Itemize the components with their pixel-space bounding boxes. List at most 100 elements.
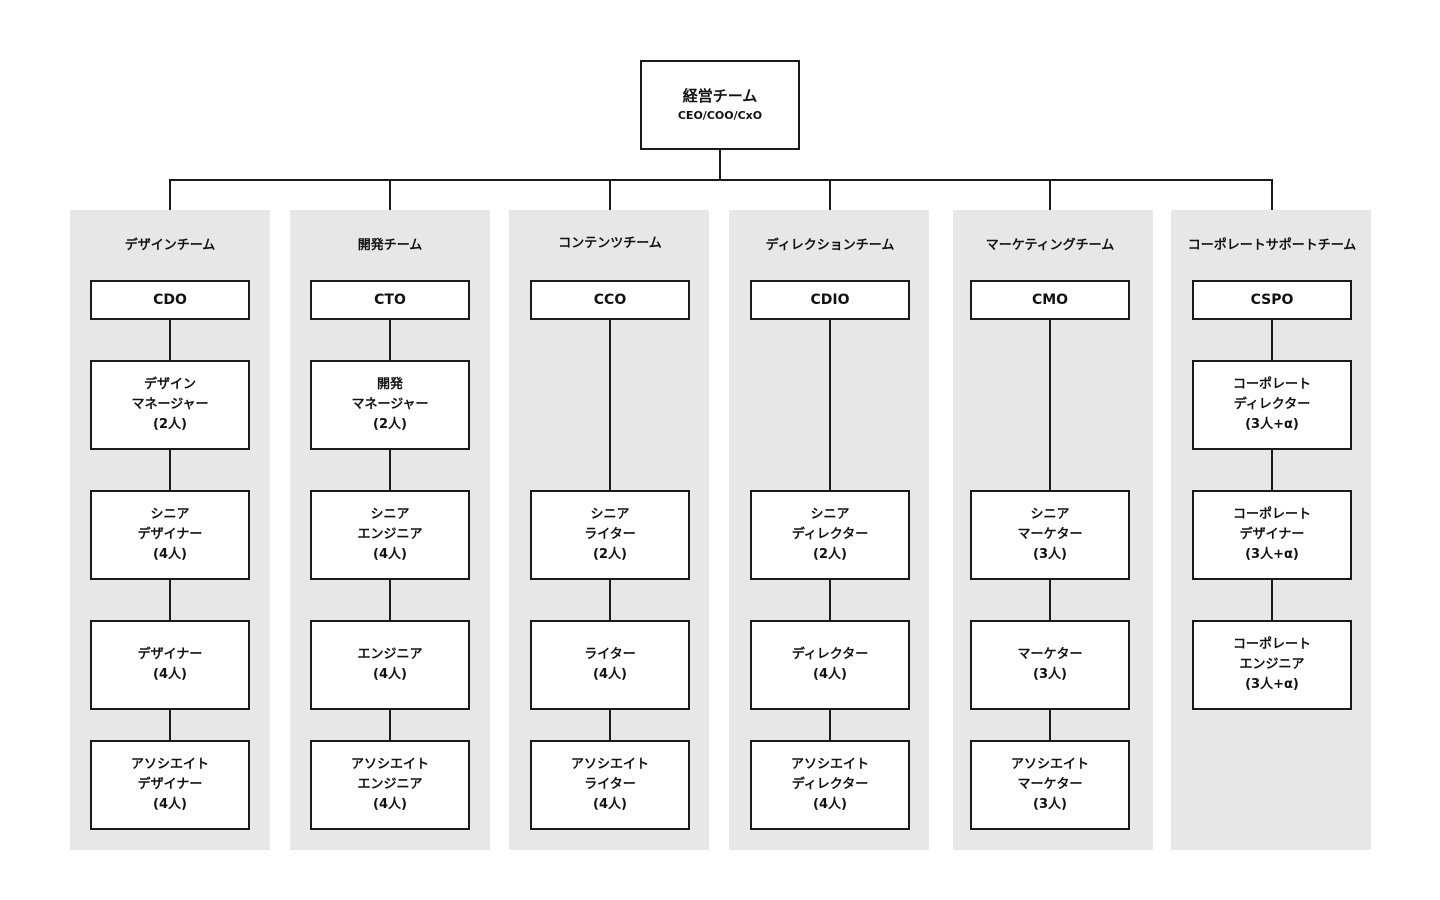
role-connector <box>829 580 831 620</box>
role-label-line: ライター <box>584 527 636 542</box>
role-node: シニアマーケター(3人) <box>970 490 1130 580</box>
role-label-line: デザイナー <box>137 647 203 662</box>
role-connector <box>1271 580 1273 620</box>
role-node: コーポレートエンジニア(3人+α) <box>1192 620 1352 710</box>
role-node: シニアエンジニア (4人) <box>310 490 470 580</box>
team-drop <box>609 179 611 210</box>
role-label-line: マネージャー <box>351 397 429 412</box>
role-label-line: (3人+α) <box>1245 547 1299 562</box>
role-label-line: ディレクター <box>791 527 869 542</box>
role-label-line: マーケター <box>1017 647 1083 662</box>
team-title: デザインチーム <box>124 238 216 253</box>
role-label-line: アソシエイト <box>130 757 209 772</box>
role-connector <box>169 580 171 620</box>
team-drop <box>169 179 171 210</box>
role-label-line: (3人) <box>1033 667 1067 682</box>
role-connector <box>389 710 391 740</box>
role-label-line: ディレクター <box>791 647 869 662</box>
team-drop <box>829 179 831 210</box>
role-connector <box>1049 320 1051 490</box>
team-drop <box>389 179 391 210</box>
role-label-line: (3人+α) <box>1245 677 1299 692</box>
team-bus <box>169 179 1273 181</box>
role-label-line: デザイン <box>143 377 196 392</box>
role-label-line: エンジニア <box>357 647 423 662</box>
team-head-node: CCO <box>530 280 690 320</box>
role-label-line: コーポレート <box>1232 377 1311 392</box>
role-node: コーポレートデザイナー(3人+α) <box>1192 490 1352 580</box>
role-label-line: ライター <box>584 647 636 662</box>
role-label-line: (3人) <box>1033 547 1067 562</box>
role-node: デザイナー (4人) <box>90 620 250 710</box>
role-label-line: (4人) <box>153 547 187 562</box>
role-connector <box>389 580 391 620</box>
role-connector <box>389 450 391 490</box>
root-connector <box>719 150 721 181</box>
role-node: アソシエイトライター(4人) <box>530 740 690 830</box>
role-label-line: (4人) <box>813 797 847 812</box>
role-label-line: シニア <box>1030 507 1070 522</box>
team-head-node: CTO <box>310 280 470 320</box>
role-node: ディレクター (4人) <box>750 620 910 710</box>
role-label-line: エンジニア <box>357 527 423 542</box>
role-label-line: (4人) <box>373 547 407 562</box>
team-title: コーポレートサポートチーム <box>1187 238 1357 253</box>
role-label-line: デザイナー <box>1239 527 1305 542</box>
role-label-line: (2人) <box>593 547 627 562</box>
role-connector <box>1049 710 1051 740</box>
team-head-label: CTO <box>374 292 406 308</box>
role-label-line: シニア <box>370 507 410 522</box>
team-title: コンテンツチーム <box>558 236 662 251</box>
role-node: シニアライター(2人) <box>530 490 690 580</box>
role-connector <box>1271 320 1273 360</box>
role-node: シニアディレクター (2人) <box>750 490 910 580</box>
team-title: マーケティングチーム <box>985 238 1115 253</box>
role-node: 開発マネージャー(2人) <box>310 360 470 450</box>
role-connector <box>1049 580 1051 620</box>
root-node: 経営チーム CEO/COO/CxO <box>640 60 800 150</box>
role-label-line: (2人) <box>373 417 407 432</box>
role-connector <box>169 710 171 740</box>
team-title: ディレクションチーム <box>765 238 895 253</box>
team-head-label: CDIO <box>810 292 850 308</box>
role-label-line: ディレクター <box>1233 397 1311 412</box>
role-label-line: (4人) <box>593 667 627 682</box>
role-connector <box>609 320 611 490</box>
role-label-line: ライター <box>584 777 636 792</box>
role-node: アソシエイトエンジニア(4人) <box>310 740 470 830</box>
role-node: エンジニア(4人) <box>310 620 470 710</box>
team-head-node: CMO <box>970 280 1130 320</box>
team-title: 開発チーム <box>357 238 423 253</box>
role-label-line: (4人) <box>813 667 847 682</box>
team-head-node: CSPO <box>1192 280 1352 320</box>
role-connector <box>169 450 171 490</box>
role-label-line: シニア <box>150 507 190 522</box>
role-connector <box>829 710 831 740</box>
role-connector <box>169 320 171 360</box>
role-label-line: アソシエイト <box>570 757 649 772</box>
role-label-line: シニア <box>810 507 850 522</box>
team-head-label: CMO <box>1031 292 1069 308</box>
role-label-line: (2人) <box>813 547 847 562</box>
role-label-line: アソシエイト <box>350 757 429 772</box>
role-label-line: エンジニア <box>1239 657 1305 672</box>
team-drop <box>1271 179 1273 210</box>
role-label-line: (4人) <box>153 797 187 812</box>
role-label-line: デザイナー <box>137 777 203 792</box>
role-node: マーケター (3人) <box>970 620 1130 710</box>
role-node: コーポレートディレクター(3人+α) <box>1192 360 1352 450</box>
role-label-line: (3人) <box>1033 797 1067 812</box>
team-head-label: CDO <box>153 292 187 308</box>
team-head-node: CDO <box>90 280 250 320</box>
root-title: 経営チーム <box>682 87 758 105</box>
role-node: アソシエイトディレクター (4人) <box>750 740 910 830</box>
role-label-line: (2人) <box>153 417 187 432</box>
role-label-line: ディレクター <box>791 777 869 792</box>
role-label-line: アソシエイト <box>790 757 869 772</box>
role-connector <box>389 320 391 360</box>
role-label-line: (4人) <box>153 667 187 682</box>
role-node: デザインマネージャー(2人) <box>90 360 250 450</box>
team-head-label: CCO <box>593 292 627 308</box>
role-label-line: (4人) <box>373 797 407 812</box>
